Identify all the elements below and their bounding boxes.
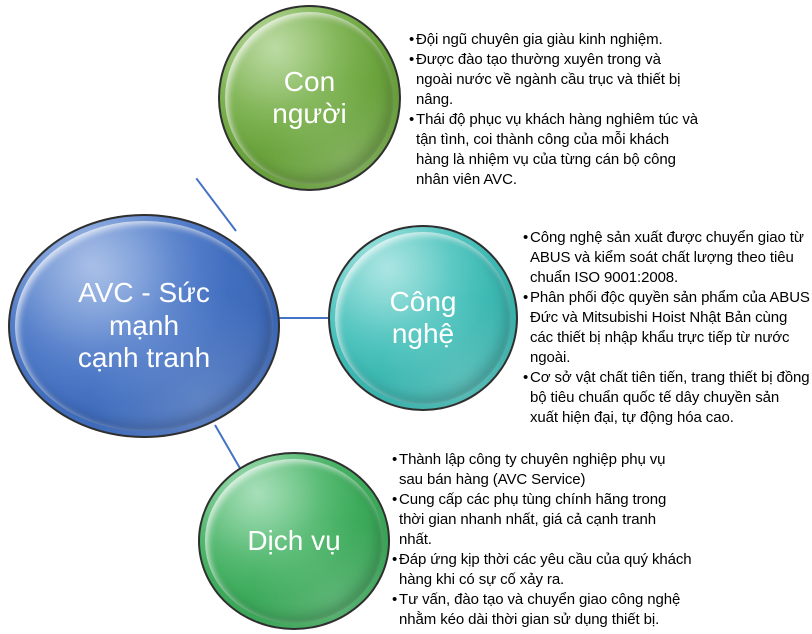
- bullet-item: •Công nghệ sản xuất được chuyển giao từ …: [523, 228, 811, 288]
- node-main-avc[interactable]: AVC - Sức mạnh cạnh tranh: [8, 214, 280, 438]
- bullet-text: Được đào tạo thường xuyên trong và ngoài…: [416, 51, 681, 108]
- bullet-item: •Đội ngũ chuyên gia giàu kinh nghiệm.: [409, 30, 699, 50]
- bullet-text: Đội ngũ chuyên gia giàu kinh nghiệm.: [416, 31, 663, 48]
- node-main-label: AVC - Sức mạnh cạnh tranh: [77, 277, 211, 374]
- bullet-text: Cơ sở vật chất tiên tiến, trang thiết bị…: [530, 369, 810, 426]
- bullet-list-service: •Thành lập công ty chuyên nghiệp phụ vụ …: [392, 450, 692, 630]
- bullet-dot-icon: •: [409, 31, 415, 48]
- node-service[interactable]: Dịch vụ: [198, 452, 390, 630]
- bullet-item: •Tư vấn, đào tạo và chuyển giao công ngh…: [392, 590, 692, 630]
- bullet-dot-icon: •: [392, 591, 398, 608]
- bullet-dot-icon: •: [409, 51, 415, 68]
- bullet-dot-icon: •: [523, 229, 529, 246]
- node-technology-label: Công nghệ: [389, 285, 457, 349]
- bullet-dot-icon: •: [523, 369, 529, 386]
- bullet-text: Thành lập công ty chuyên nghiệp phụ vụ s…: [399, 451, 666, 488]
- node-people[interactable]: Con người: [218, 5, 401, 191]
- bullet-dot-icon: •: [392, 551, 398, 568]
- bullet-text: Thái độ phục vụ khách hàng nghiêm túc và…: [416, 111, 699, 188]
- node-people-label: Con người: [272, 65, 347, 129]
- bullet-item: •Thái độ phục vụ khách hàng nghiêm túc v…: [409, 110, 699, 190]
- bullet-text: Đáp ứng kịp thời các yêu cầu của quý khá…: [399, 551, 692, 588]
- bullet-text: Cung cấp các phụ tùng chính hãng trong t…: [399, 491, 667, 548]
- connector-main-to-people: [195, 177, 237, 232]
- bullet-item: •Cơ sở vật chất tiên tiến, trang thiết b…: [523, 368, 811, 428]
- bullet-item: •Thành lập công ty chuyên nghiệp phụ vụ …: [392, 450, 692, 490]
- connector-main-to-tech: [276, 317, 333, 319]
- bullet-dot-icon: •: [392, 491, 398, 508]
- bullet-item: •Đáp ứng kịp thời các yêu cầu của quý kh…: [392, 550, 692, 590]
- connector-main-to-service: [214, 424, 243, 473]
- bullet-dot-icon: •: [523, 289, 529, 306]
- bullet-item: •Phân phối độc quyền sản phẩm của ABUS Đ…: [523, 288, 811, 368]
- bullet-text: Công nghệ sản xuất được chuyển giao từ A…: [530, 229, 804, 286]
- bullet-text: Phân phối độc quyền sản phẩm của ABUS Đứ…: [530, 289, 810, 366]
- bullet-item: •Cung cấp các phụ tùng chính hãng trong …: [392, 490, 692, 550]
- bullet-item: •Được đào tạo thường xuyên trong và ngoà…: [409, 50, 699, 110]
- bullet-list-technology: •Công nghệ sản xuất được chuyển giao từ …: [523, 228, 811, 428]
- bullet-dot-icon: •: [392, 451, 398, 468]
- bullet-dot-icon: •: [409, 111, 415, 128]
- bullet-list-people: •Đội ngũ chuyên gia giàu kinh nghiệm.•Đư…: [409, 30, 699, 190]
- node-technology[interactable]: Công nghệ: [328, 225, 518, 411]
- node-service-label: Dịch vụ: [247, 524, 341, 556]
- bullet-text: Tư vấn, đào tạo và chuyển giao công nghệ…: [399, 591, 681, 628]
